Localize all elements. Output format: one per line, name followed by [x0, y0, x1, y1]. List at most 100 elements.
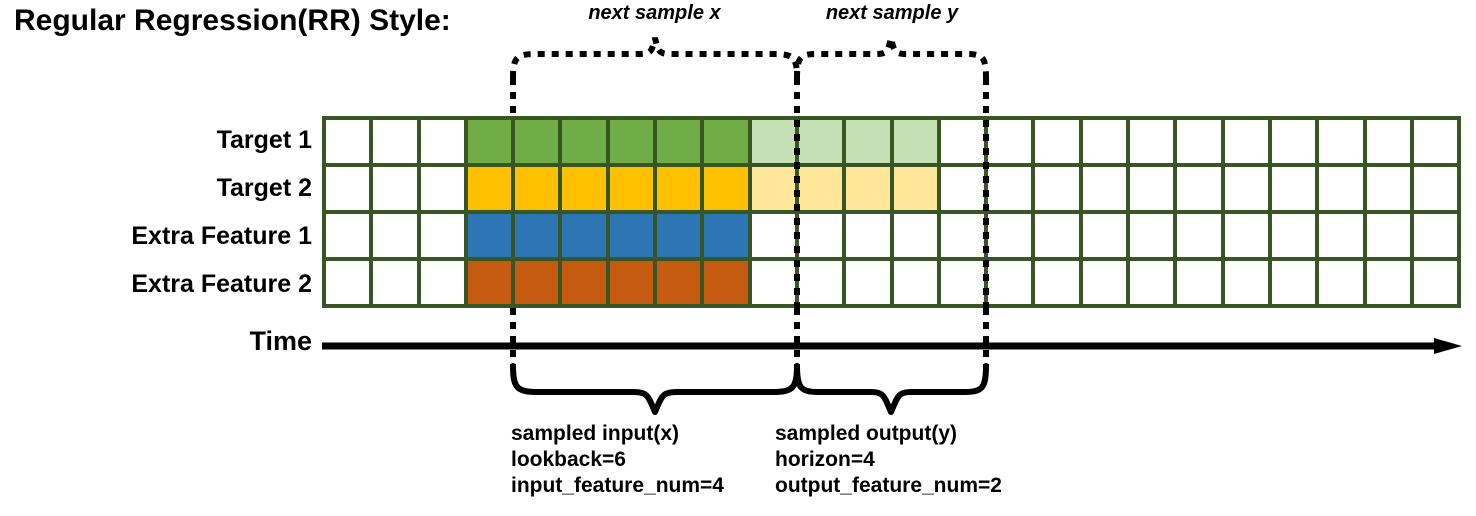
grid-row	[326, 120, 1458, 163]
grid-cell-input	[657, 167, 701, 210]
grid-cell-blank	[1035, 120, 1079, 163]
sampled-input-line-3: input_feature_num=4	[511, 474, 724, 497]
grid-cell-input	[704, 261, 748, 304]
grid-cell-blank	[751, 261, 795, 304]
grid-cell-blank	[1082, 120, 1127, 163]
time-axis-label: Time	[249, 326, 312, 356]
grid-cell-blank	[1271, 167, 1316, 210]
grid-cell-blank	[373, 167, 417, 210]
grid-cell-blank	[1177, 261, 1221, 304]
grid-cell-input	[515, 214, 559, 257]
sampled-input-line-2: lookback=6	[511, 448, 626, 471]
next-sample-x-note: next sample x	[588, 2, 721, 24]
grid-cell-blank	[751, 214, 795, 257]
grid-cell-blank	[1224, 261, 1268, 304]
grid-cell-blank	[846, 261, 890, 304]
grid-cell-blank	[1366, 167, 1410, 210]
grid-cell-blank	[1130, 214, 1174, 257]
row-label-extra-feature-2: Extra Feature 2	[131, 270, 312, 298]
grid-cell-blank	[798, 261, 843, 304]
grid-cell-blank	[1319, 214, 1363, 257]
grid-cell-blank	[1177, 167, 1221, 210]
grid-cell-blank	[1271, 261, 1316, 304]
grid-cell-input	[609, 167, 654, 210]
row-label-column: Target 1 Target 2 Extra Feature 1 Extra …	[0, 116, 312, 308]
grid-cell-blank	[940, 261, 985, 304]
grid-cell-blank	[940, 214, 985, 257]
grid-cell-blank	[1035, 214, 1079, 257]
grid-cell-blank	[1130, 261, 1174, 304]
grid-cell-blank	[420, 167, 464, 210]
grid-cell-output	[798, 120, 843, 163]
grid-cell-blank	[1035, 167, 1079, 210]
grid-cell-blank	[420, 261, 464, 304]
grid-cell-blank	[1413, 120, 1458, 163]
grid-cell-blank	[1224, 120, 1268, 163]
grid-cell-blank	[326, 261, 370, 304]
grid-cell-input	[609, 214, 654, 257]
grid-cell-input	[609, 120, 654, 163]
grid-cell-blank	[1082, 214, 1127, 257]
grid-cell-input	[704, 167, 748, 210]
grid-cell-blank	[988, 120, 1032, 163]
grid-cell-input	[467, 120, 512, 163]
grid-cell-blank	[1177, 214, 1221, 257]
grid-cell-blank	[1271, 120, 1316, 163]
grid-cell-input	[467, 261, 512, 304]
row-label-target-2: Target 2	[216, 174, 312, 202]
grid-cell-blank	[326, 120, 370, 163]
grid-cell-input	[467, 167, 512, 210]
grid-cell-blank	[1319, 120, 1363, 163]
grid-cell-blank	[1366, 120, 1410, 163]
grid-cell-input	[515, 167, 559, 210]
grid-cell-blank	[1130, 167, 1174, 210]
grid-cell-input	[704, 120, 748, 163]
grid-cell-input	[609, 261, 654, 304]
grid-cell-output	[893, 167, 937, 210]
grid-cell-blank	[1082, 261, 1127, 304]
grid-cell-blank	[940, 120, 985, 163]
grid-row	[326, 167, 1458, 210]
grid-cell-input	[562, 261, 606, 304]
grid-cell-input	[562, 167, 606, 210]
grid-cell-blank	[1177, 120, 1221, 163]
time-axis-arrow	[322, 338, 1462, 354]
grid-cell-blank	[893, 261, 937, 304]
grid-cell-blank	[373, 214, 417, 257]
grid-cell-blank	[1035, 261, 1079, 304]
grid-cell-blank	[1413, 167, 1458, 210]
grid-cell-blank	[988, 214, 1032, 257]
grid-cell-output	[846, 120, 890, 163]
grid-cell-blank	[1224, 167, 1268, 210]
page-title: Regular Regression(RR) Style:	[14, 4, 451, 37]
sampled-output-line-2: horizon=4	[775, 448, 875, 471]
grid-cell-output	[751, 167, 795, 210]
grid-cell-blank	[846, 214, 890, 257]
grid-cell-input	[562, 214, 606, 257]
grid-cell-input	[657, 214, 701, 257]
grid-cell-blank	[420, 120, 464, 163]
grid-cell-blank	[1319, 261, 1363, 304]
grid-cell-input	[657, 261, 701, 304]
sampled-output-note: sampled output(y) horizon=4 output_featu…	[775, 421, 1002, 499]
grid-cell-input	[467, 214, 512, 257]
grid-cell-blank	[1366, 214, 1410, 257]
grid-cell-blank	[940, 167, 985, 210]
row-label-target-1: Target 1	[216, 126, 312, 154]
grid-cell-output	[846, 167, 890, 210]
row-label-extra-feature-1: Extra Feature 1	[131, 222, 312, 250]
timeline-grid	[322, 116, 1461, 308]
grid-cell-input	[657, 120, 701, 163]
grid-cell-input	[704, 214, 748, 257]
grid-cell-blank	[988, 167, 1032, 210]
grid-cell-blank	[1319, 167, 1363, 210]
grid-cell-blank	[1366, 261, 1410, 304]
grid-cell-input	[562, 120, 606, 163]
grid-cell-output	[751, 120, 795, 163]
sampled-output-line-3: output_feature_num=2	[775, 474, 1002, 497]
grid-cell-blank	[373, 261, 417, 304]
grid-cell-blank	[326, 214, 370, 257]
grid-cell-blank	[1130, 120, 1174, 163]
grid-cell-blank	[326, 167, 370, 210]
